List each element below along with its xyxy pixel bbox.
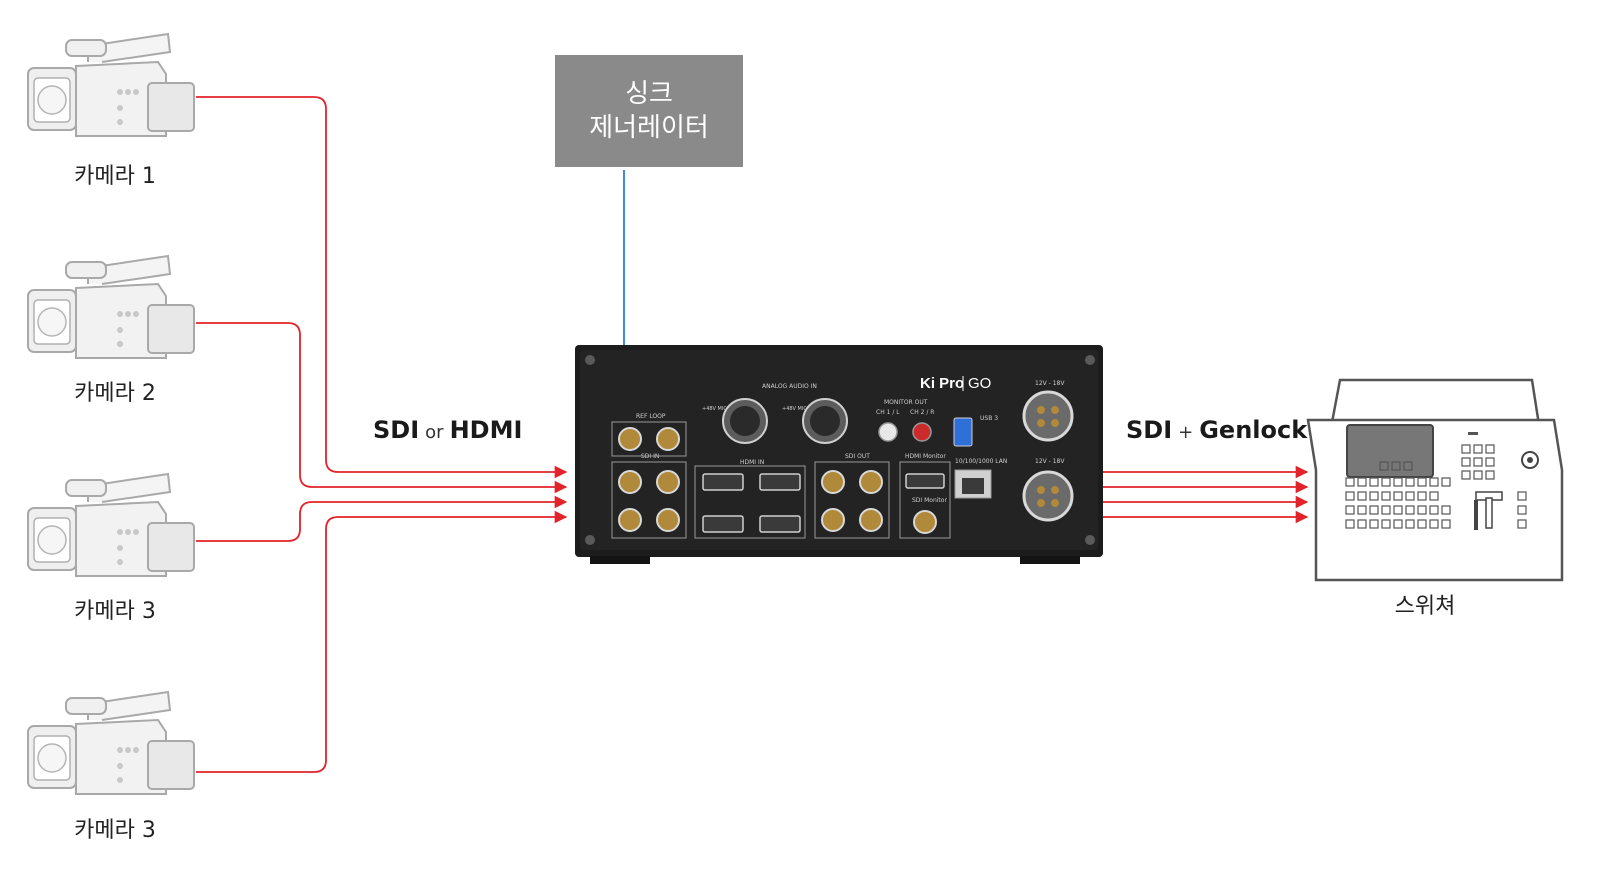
lan-label: 10/100/1000 LAN (955, 458, 1007, 465)
power-label-1: 12V - 18V (1035, 380, 1065, 387)
camera-4-label: 카메라 3 (74, 818, 156, 843)
output-label-sep: + (1178, 422, 1194, 443)
connection-camera-3 (196, 495, 568, 542)
camcorder-icon (27, 33, 195, 137)
analog-audio-label: ANALOG AUDIO IN (762, 383, 817, 390)
input-label-sdi: SDI (373, 416, 420, 444)
kipro-go-device: Ki Pro GO REF LOOP SDI IN ANALOG AUDIO I… (575, 345, 1103, 564)
connection-camera-1 (196, 96, 568, 479)
mic-switch-label-1: +48V MIC LINE (702, 406, 740, 412)
connection-camera-4 (196, 510, 568, 773)
ch1-label: CH 1 / L (876, 409, 900, 416)
output-connections (1100, 465, 1309, 524)
sync-generator-line2: 제너레이터 (589, 113, 709, 143)
device-brand: Ki Pro (920, 375, 964, 392)
sdi-monitor-label: SDI Monitor (912, 497, 947, 504)
input-connections (196, 96, 568, 773)
monitor-out-label: MONITOR OUT (884, 399, 928, 406)
output-signal-label: SDI+Genlock (1126, 416, 1307, 444)
input-label-sep: or (425, 422, 444, 443)
camera-3-label: 카메라 3 (74, 599, 156, 624)
power-label-2: 12V - 18V (1035, 458, 1065, 465)
switcher-device (1306, 378, 1564, 582)
switcher-label: 스위쳐 (1394, 594, 1456, 619)
camcorder-icon (27, 255, 195, 359)
output-label-genlock: Genlock (1199, 416, 1308, 444)
output-label-sdi: SDI (1126, 416, 1173, 444)
camera-4 (27, 691, 195, 795)
sync-generator-line1: 싱크 (625, 79, 673, 109)
sdi-out-label: SDI OUT (845, 453, 870, 460)
camcorder-icon (27, 473, 195, 577)
ref-loop-label: REF LOOP (636, 413, 666, 420)
mic-switch-label-2: +48V MIC LINE (782, 406, 820, 412)
camera-1 (27, 33, 195, 137)
camcorder-icon (27, 691, 195, 795)
hdmi-in-label: HDMI IN (740, 459, 764, 466)
camera-2 (27, 255, 195, 359)
connection-camera-2 (196, 322, 568, 494)
camera-2-label: 카메라 2 (74, 381, 156, 406)
input-label-hdmi: HDMI (449, 416, 523, 444)
device-model: GO (968, 375, 991, 392)
camera-1-label: 카메라 1 (74, 164, 156, 189)
camera-3 (27, 473, 195, 577)
sync-generator-box: 싱크 제너레이터 (555, 55, 743, 167)
hdmi-monitor-label: HDMI Monitor (905, 453, 946, 460)
ch2-label: CH 2 / R (910, 409, 934, 416)
usb-label: USB 3 (980, 415, 998, 422)
